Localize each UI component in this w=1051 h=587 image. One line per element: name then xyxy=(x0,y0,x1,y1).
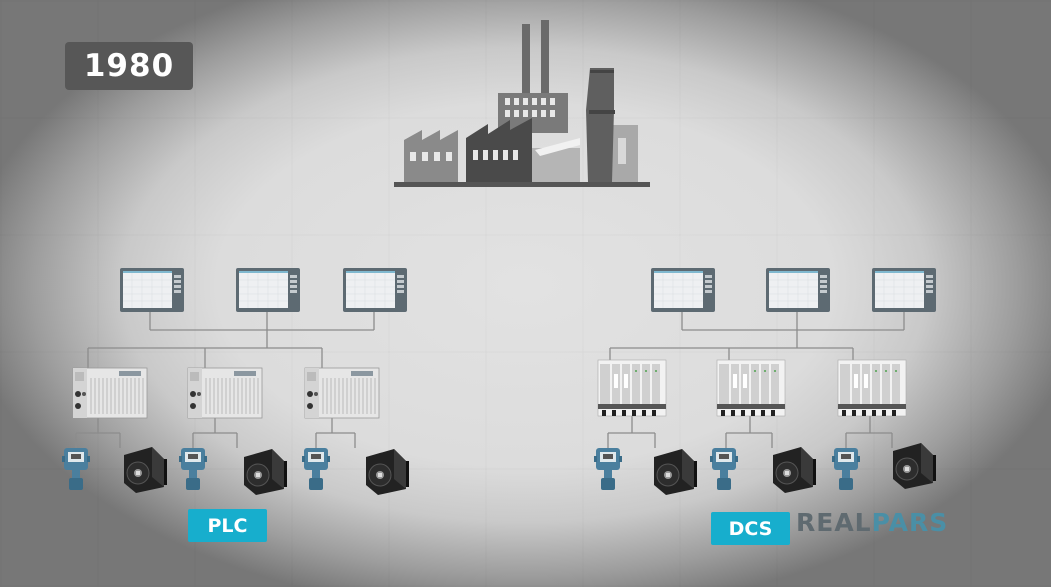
servo-motor-icon xyxy=(365,448,410,496)
plc-network xyxy=(62,267,410,496)
hmi-monitor-icon xyxy=(119,267,185,313)
hmi-monitor-icon xyxy=(342,267,408,313)
servo-motor-icon xyxy=(653,448,698,496)
servo-motor-icon xyxy=(123,446,168,494)
plc-controller-icon xyxy=(304,367,380,419)
brand-logo-right: PARS xyxy=(871,508,949,537)
dcs-label: DCS xyxy=(711,512,790,545)
network-lines xyxy=(75,312,905,448)
hmi-monitor-icon xyxy=(871,267,937,313)
brand-logo-left: REAL xyxy=(796,508,872,537)
plc-label: PLC xyxy=(188,509,267,542)
dcs-rack-icon xyxy=(837,359,907,417)
transmitter-icon xyxy=(710,448,738,490)
year-badge: 1980 xyxy=(65,42,193,90)
hmi-monitor-icon xyxy=(650,267,716,313)
transmitter-icon xyxy=(594,448,622,490)
dcs-network xyxy=(594,267,937,496)
hmi-monitor-icon xyxy=(235,267,301,313)
servo-motor-icon xyxy=(772,446,817,494)
servo-motor-icon xyxy=(243,448,288,496)
dcs-rack-icon xyxy=(716,359,786,417)
hmi-monitor-icon xyxy=(765,267,831,313)
brand-logo: REALPARS xyxy=(796,508,948,537)
transmitter-icon xyxy=(302,448,330,490)
plc-controller-icon xyxy=(187,367,263,419)
dcs-rack-icon xyxy=(597,359,667,417)
transmitter-icon xyxy=(62,448,90,490)
transmitter-icon xyxy=(179,448,207,490)
transmitter-icon xyxy=(832,448,860,490)
servo-motor-icon xyxy=(892,442,937,490)
plc-controller-icon xyxy=(72,367,148,419)
factory-icon xyxy=(394,20,650,187)
